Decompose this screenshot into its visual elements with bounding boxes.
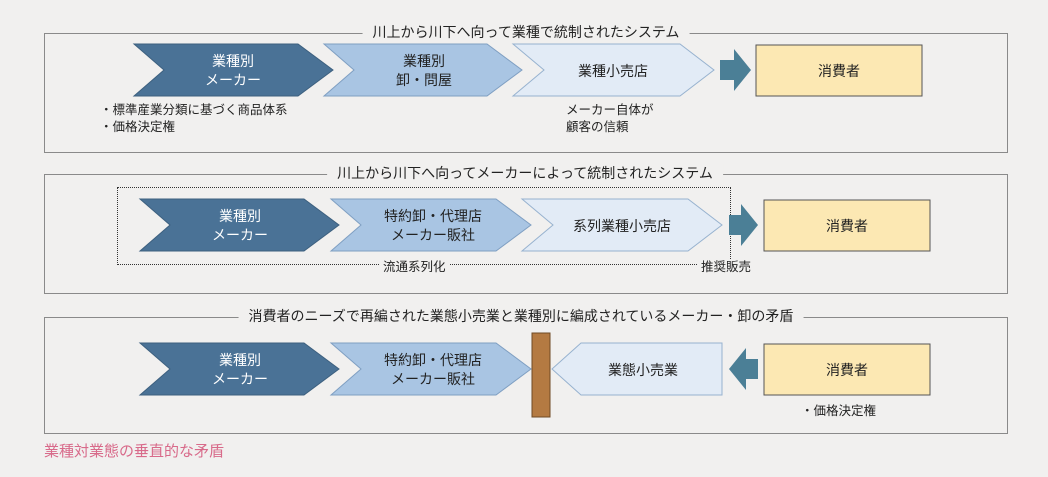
consumer-label: 消費者 (826, 363, 868, 379)
chevron-agent-line1: 特約卸・代理店 (384, 353, 482, 369)
arrow-left-icon (729, 348, 758, 390)
panel-title: 川上から川下へ向ってメーカーによって統制されたシステム (327, 164, 723, 184)
consumer-label: 消費者 (826, 219, 868, 235)
figure-caption: 業種対業態の垂直的な矛盾 (44, 442, 225, 460)
chevron-wholesaler-line1: 業種別 (403, 54, 445, 70)
chevron-retailer-label: 業種小売店 (578, 64, 648, 80)
panel-title: 消費者のニーズで再編された業態小売業と業種別に編成されているメーカー・卸の矛盾 (238, 307, 804, 327)
chevron-maker-line1: 業種別 (219, 209, 261, 225)
maker-note-line: ・価格決定権 (100, 119, 176, 134)
consumer-label: 消費者 (818, 64, 860, 80)
retailer-notes: メーカー自体が 顧客の信頼 (566, 101, 654, 135)
chevron-maker-line2: メーカー (205, 73, 261, 89)
chevron-maker-line1: 業種別 (219, 353, 261, 369)
maker-notes: ・標準産業分類に基づく商品体系 ・価格決定権 (100, 101, 288, 135)
arrow-right-icon (729, 204, 758, 246)
retailer-note-line: メーカー自体が (566, 102, 654, 117)
arrow-right-icon (720, 49, 751, 91)
chevron-maker (138, 342, 340, 396)
channel-label: 流通系列化 (379, 258, 450, 275)
consumer-note-line: ・価格決定権 (801, 403, 877, 418)
sales-label: 推奨販売 (697, 258, 756, 275)
format-retailer-label: 業態小売業 (608, 363, 678, 379)
chevron-retailer (511, 43, 715, 97)
chevron-wholesaler-line2: 卸・問屋 (396, 73, 452, 89)
chevron-maker-line1: 業種別 (212, 54, 254, 70)
consumer-box (763, 199, 931, 252)
chevron-agent (329, 198, 532, 252)
chevron-wholesaler (322, 43, 523, 97)
chevron-agent-line2: メーカー販社 (391, 372, 475, 388)
chevron-affiliated-retailer (520, 198, 723, 252)
chevron-agent-line1: 特約卸・代理店 (384, 209, 482, 225)
consumer-box (763, 343, 931, 396)
consumer-notes: ・価格決定権 (801, 402, 876, 419)
channel-label-text: 流通系列化 (379, 259, 450, 274)
panel-conflict: 消費者のニーズで再編された業態小売業と業種別に編成されているメーカー・卸の矛盾 (44, 307, 1008, 434)
sales-label-text: 推奨販売 (697, 259, 756, 274)
maker-note-line: ・標準産業分類に基づく商品体系 (100, 102, 288, 117)
panel-title: 川上から川下へ向って業種で統制されたシステム (362, 23, 690, 43)
chevron-agent-line2: メーカー販社 (391, 228, 475, 244)
chevron-maker-line2: メーカー (212, 372, 268, 388)
retailer-note-line: 顧客の信頼 (566, 119, 629, 134)
chevron-maker (132, 43, 334, 97)
consumer-box (755, 44, 923, 97)
chevron-maker-line2: メーカー (212, 228, 268, 244)
chevron-affiliated-retailer-label: 系列業種小売店 (573, 219, 671, 235)
chevron-format-retailer (551, 342, 723, 396)
barrier-bar (531, 332, 551, 418)
chevron-maker (138, 198, 340, 252)
chevron-agent (329, 342, 532, 396)
